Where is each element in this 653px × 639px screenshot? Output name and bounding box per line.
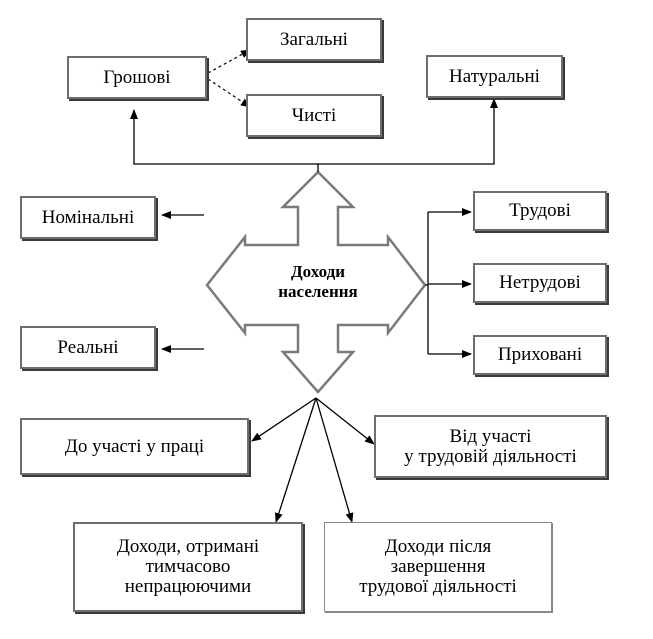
hidden-box: Приховані <box>473 335 607 375</box>
net-box: Чисті <box>246 94 382 137</box>
non-labor-label: Нетрудові <box>499 272 581 294</box>
monetary-to-net-arrow <box>207 78 251 108</box>
from-work-box: Від участі у трудовій діяльності <box>374 415 607 478</box>
temporarily-unemployed-arrow <box>274 397 317 523</box>
four-way-arrow-shape <box>205 170 427 394</box>
monetary-box: Грошові <box>67 56 207 99</box>
gross-box: Загальні <box>246 18 382 61</box>
after-work-arrow <box>315 397 354 523</box>
nominal-box: Номінальні <box>20 196 156 239</box>
from-work-arrow <box>315 397 375 445</box>
temporarily-unemployed-box: Доходи, отримані тимчасово непрацюючими <box>73 522 303 612</box>
right-bracket-line <box>425 212 429 354</box>
before-work-box: До участі у праці <box>20 418 249 475</box>
real-box: Реальні <box>20 326 156 369</box>
in-kind-box: Натуральні <box>426 55 563 98</box>
before-work-arrow <box>251 397 317 442</box>
net-label: Чисті <box>291 104 337 126</box>
real-label: Реальні <box>57 336 119 358</box>
after-work-label: Доходи після завершення трудової діяльно… <box>359 536 517 597</box>
top-bracket-line <box>130 109 319 172</box>
center-label: Доходи населення <box>278 262 358 301</box>
monetary-label: Грошові <box>103 66 171 88</box>
gross-label: Загальні <box>280 28 348 50</box>
from-work-label: Від участі у трудовій діяльності <box>404 425 577 467</box>
before-work-label: До участі у праці <box>64 435 205 457</box>
after-work-box: Доходи після завершення трудової діяльно… <box>324 522 552 612</box>
monetary-to-gross-arrow <box>207 49 251 74</box>
nominal-label: Номінальні <box>41 206 135 228</box>
in-kind-label: Натуральні <box>449 65 540 87</box>
top-bracket-line-right <box>318 98 498 165</box>
temporarily-unemployed-label: Доходи, отримані тимчасово непрацюючими <box>116 536 260 597</box>
non-labor-box: Нетрудові <box>473 263 607 303</box>
labor-label: Трудові <box>509 200 571 222</box>
labor-box: Трудові <box>473 191 607 231</box>
hidden-label: Приховані <box>497 344 583 366</box>
